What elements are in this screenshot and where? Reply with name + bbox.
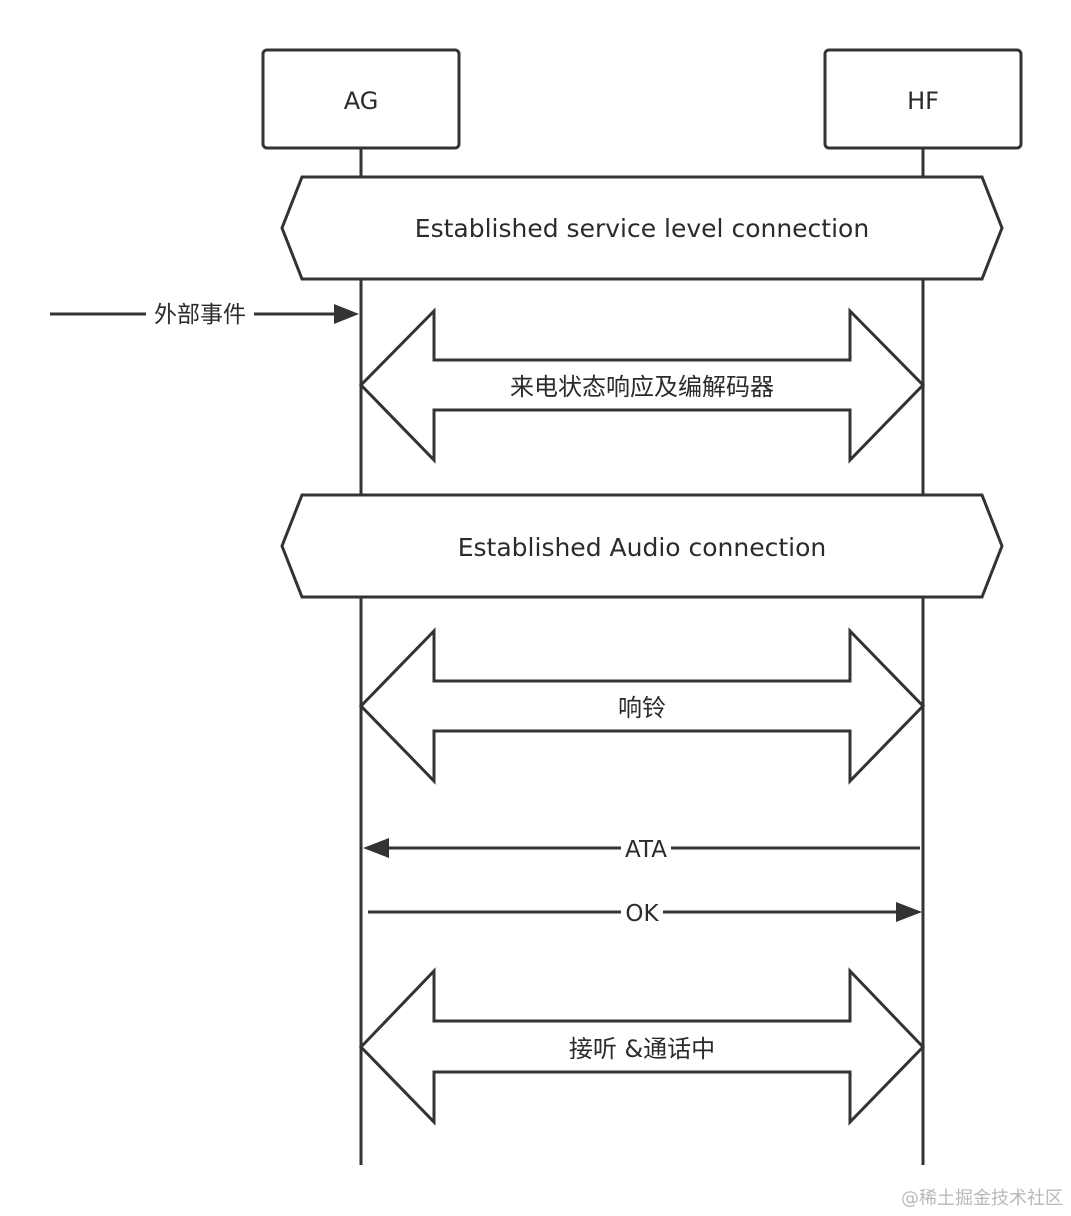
external-event-arrow: 外部事件 — [50, 296, 359, 332]
exchange-ring: 响铃 — [358, 627, 926, 785]
watermark: @稀土掘金技术社区 — [901, 1188, 1063, 1209]
message-ok-label: OK — [625, 901, 659, 927]
exchange-answer-label: 接听 &通话中 — [569, 1035, 715, 1063]
exchange-codec-label: 来电状态响应及编解码器 — [510, 373, 774, 401]
message-ata: ATA — [363, 832, 920, 864]
exchange-codec: 来电状态响应及编解码器 — [358, 307, 926, 464]
exchange-answer: 接听 &通话中 — [358, 967, 926, 1126]
message-ok: OK — [368, 896, 922, 928]
exchange-ring-label: 响铃 — [618, 694, 666, 722]
phase-audio: Established Audio connection — [280, 493, 1004, 599]
participant-ag-label: AG — [344, 87, 379, 115]
participant-ag: AG — [261, 48, 461, 150]
phase-audio-label: Established Audio connection — [458, 533, 827, 562]
message-ata-label: ATA — [625, 837, 667, 863]
participant-hf-label: HF — [907, 87, 939, 115]
participant-hf: HF — [823, 48, 1023, 150]
phase-slc: Established service level connection — [280, 175, 1004, 281]
phase-slc-label: Established service level connection — [415, 214, 869, 243]
external-event-label: 外部事件 — [154, 302, 246, 328]
